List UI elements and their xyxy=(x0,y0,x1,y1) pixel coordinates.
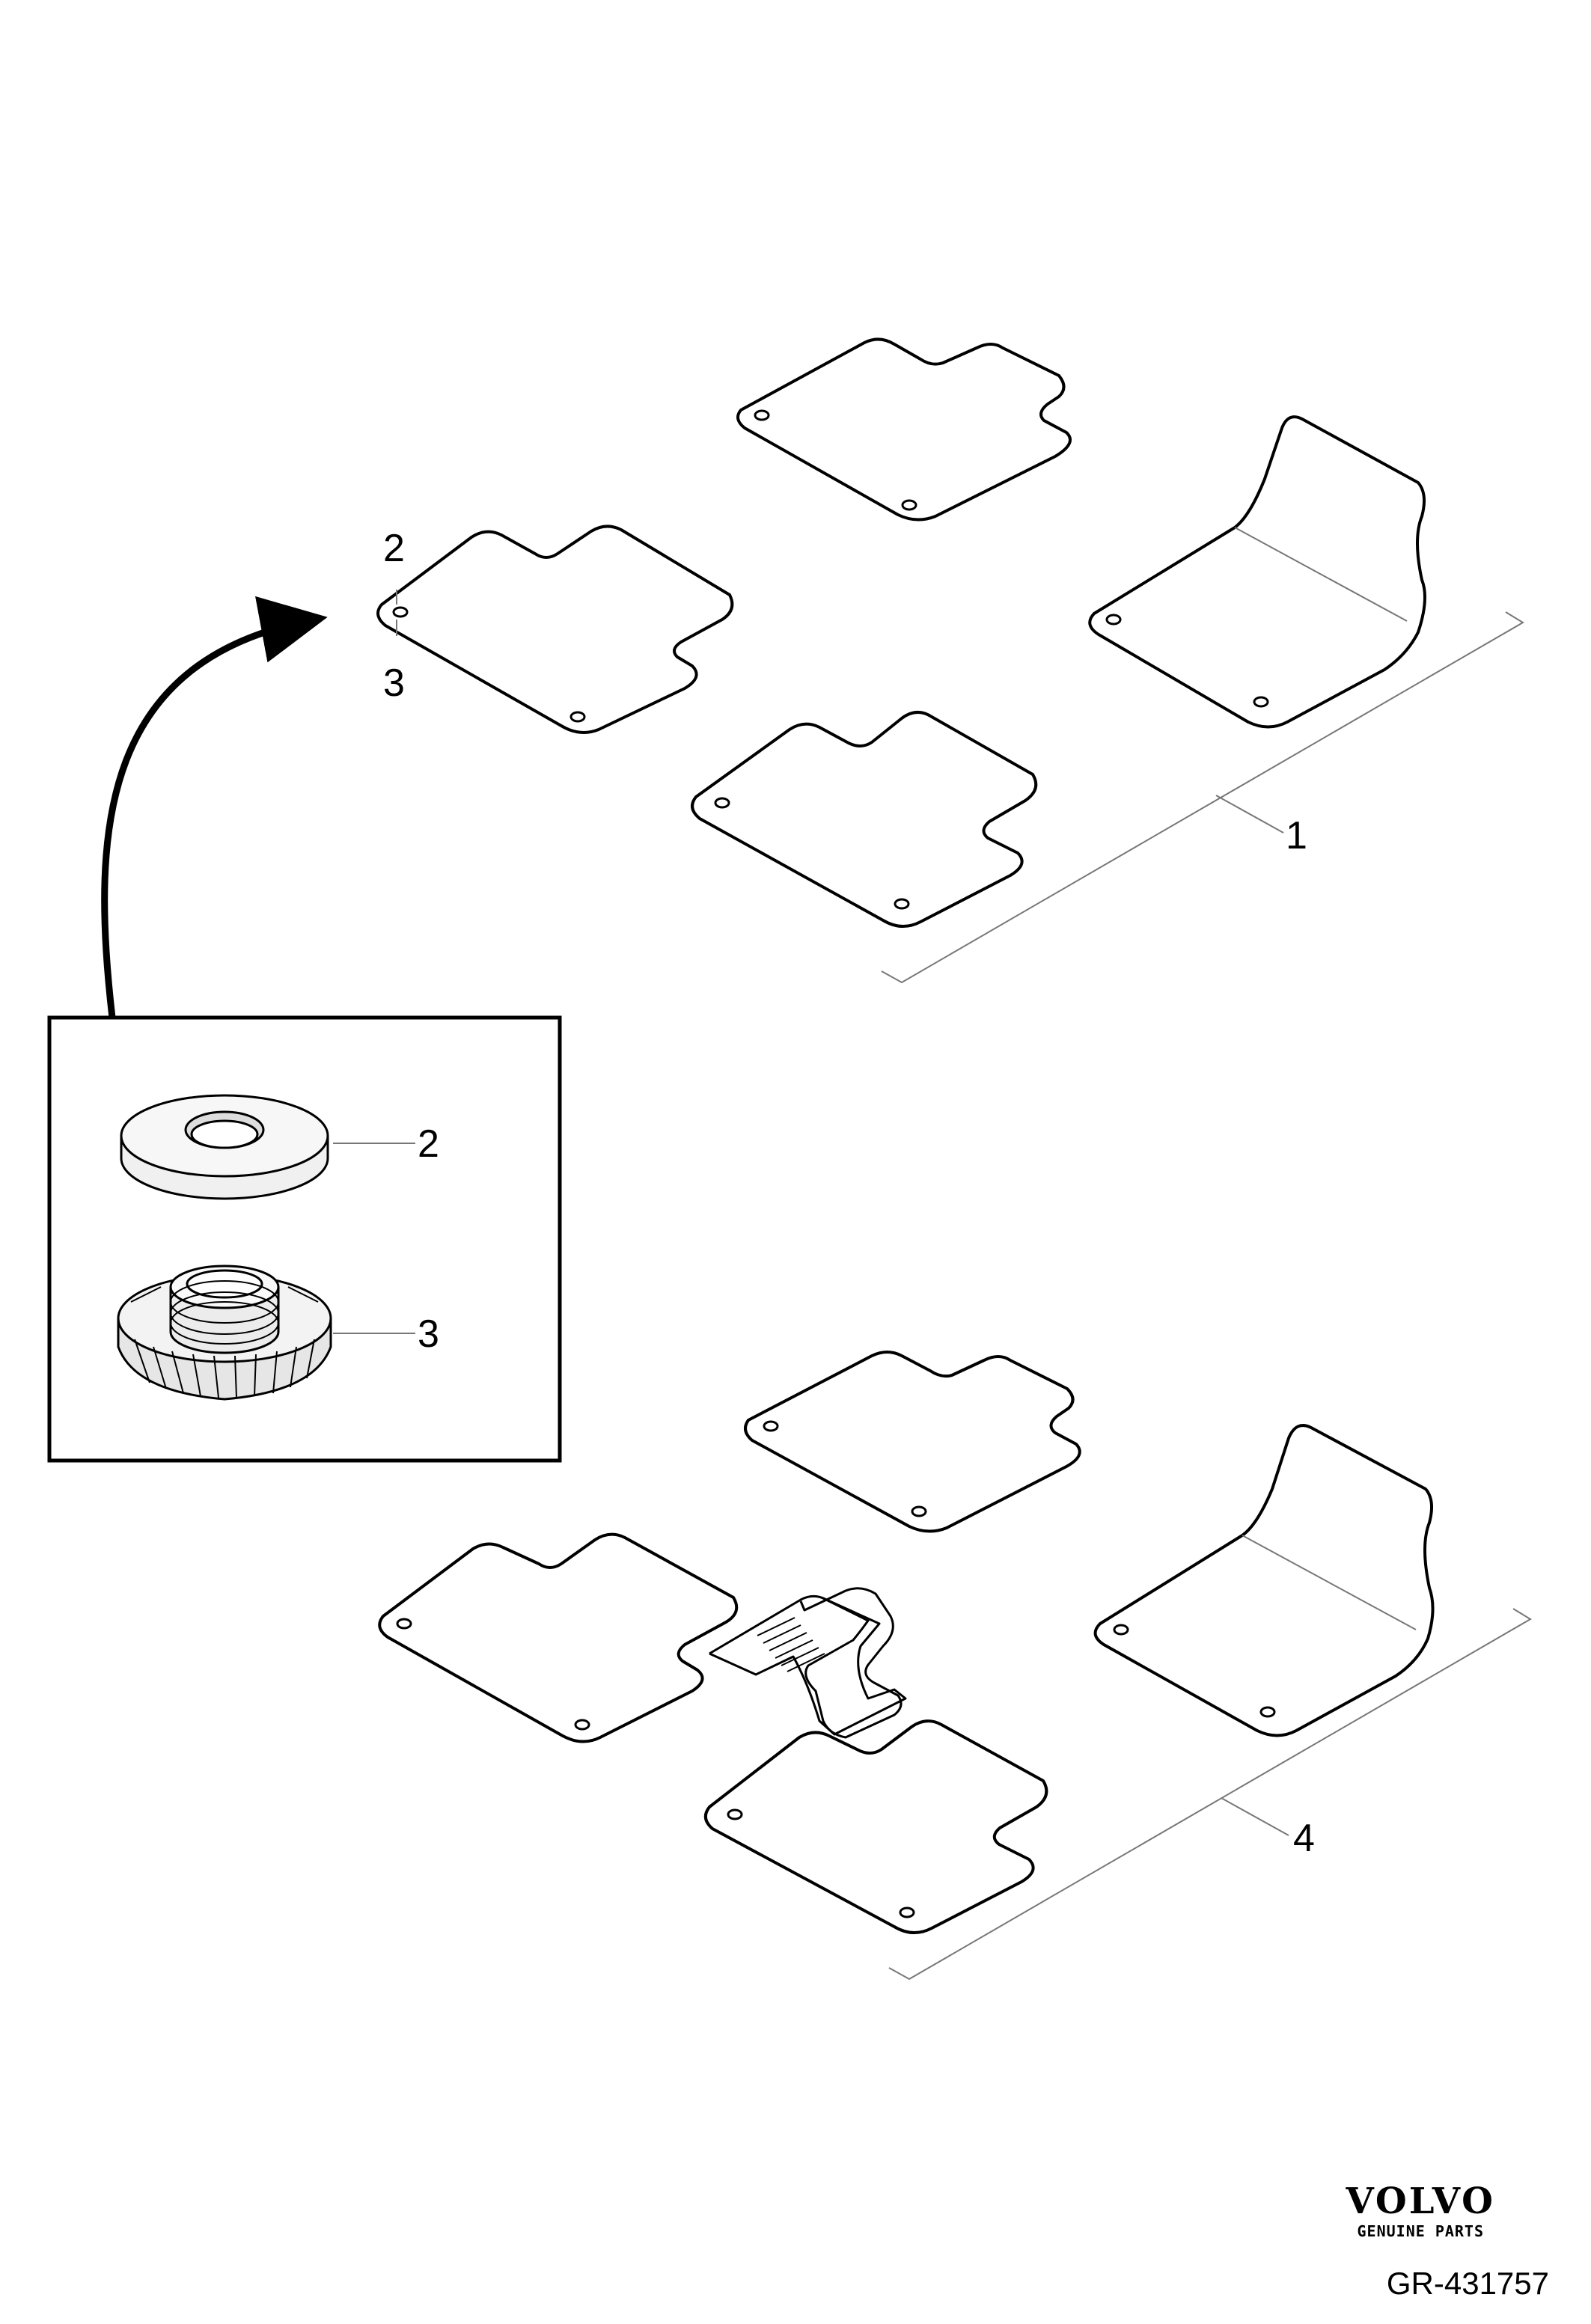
mat-set-1 xyxy=(376,337,1426,928)
mat-front-left xyxy=(376,525,734,734)
mat4-rear-right xyxy=(1093,1424,1435,1737)
mat-set-4 xyxy=(378,1351,1435,1934)
callout-3-detail: 3 xyxy=(418,1312,439,1356)
brand-subtitle: GENUINE PARTS xyxy=(1357,2222,1485,2240)
brand-name: VOLVO xyxy=(1346,2180,1495,2222)
bracket-set-1 xyxy=(881,611,1524,984)
mat-rear-right xyxy=(1088,415,1426,729)
tunnel-grip xyxy=(757,1617,825,1672)
mat4-front-left xyxy=(378,1532,739,1743)
mat-rear-left xyxy=(736,337,1072,522)
callout-2-detail: 2 xyxy=(418,1122,439,1166)
mat-set-4-holes xyxy=(396,1420,1276,1918)
tunnel-mat xyxy=(709,1587,903,1739)
clip-part xyxy=(117,1265,332,1401)
mat4-rear-right-fold xyxy=(1242,1535,1417,1630)
callout-1: 1 xyxy=(1286,814,1307,857)
detail-arrow xyxy=(101,596,328,1018)
reference-code: GR-431757 xyxy=(1386,2266,1549,2301)
volvo-logo: VOLVO GENUINE PARTS xyxy=(1346,2183,1495,2240)
callout-4: 4 xyxy=(1293,1817,1315,1860)
detail-box xyxy=(47,1015,562,1463)
mat-set-1-holes xyxy=(392,409,1269,910)
mat4-rear-left xyxy=(744,1351,1081,1533)
tunnel-mat-body xyxy=(709,1597,907,1736)
mat4-front-right xyxy=(703,1719,1048,1934)
washer-part xyxy=(120,1094,329,1200)
callout-2-top: 2 xyxy=(383,527,405,570)
mat-rear-right-fold xyxy=(1234,527,1408,622)
bracket-set-4 xyxy=(888,1608,1532,1981)
callout-3-top: 3 xyxy=(383,661,405,705)
mat-front-right xyxy=(691,711,1038,928)
